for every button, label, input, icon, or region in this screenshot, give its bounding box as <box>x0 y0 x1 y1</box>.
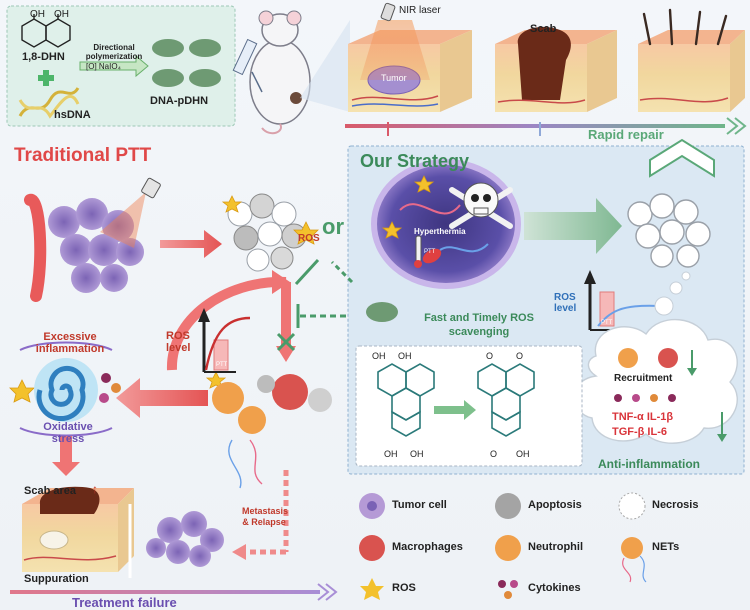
polymerization-arrow <box>79 54 149 78</box>
excessive-inflammation-label: Excessive inflammation <box>35 331 105 355</box>
hyperthermia-label: Hyperthermia <box>414 227 466 236</box>
o-label-m3: O <box>490 449 498 459</box>
oxidized-molecule-icon <box>477 363 535 437</box>
scavenging-label: Fast and Timely ROS scavenging <box>424 312 534 338</box>
dna-pdhn-particle-icon <box>366 302 398 322</box>
legend-label-apoptosis: Apoptosis <box>528 499 582 511</box>
legend-label-macrophages: Macrophages <box>392 541 463 553</box>
scab-area-up-icon: ↑ <box>92 482 98 496</box>
legend-macrophage-icon <box>359 535 385 561</box>
ptt-label-strategy-cell: PTT <box>424 249 436 255</box>
legend-label-neutrophil: Neutrophil <box>528 541 583 553</box>
legend-label-cytokines: Cytokines <box>528 582 581 594</box>
ros-level-traditional-label: ROS level <box>166 330 191 355</box>
immune-cells-cluster <box>212 374 332 489</box>
scavenging-inhibition <box>294 258 354 328</box>
skin-panel-scab <box>495 26 617 112</box>
laser-device-icon <box>141 177 161 199</box>
skin-panel-repaired <box>638 8 745 112</box>
or-label: or <box>322 214 344 239</box>
strategy-arrow <box>524 198 622 254</box>
scab-area-label: Scab area <box>24 485 76 497</box>
oh-label-m4: OH <box>410 449 424 459</box>
mouse-icon <box>249 10 311 135</box>
oxidant-label: [O] NaIO₄ <box>86 62 121 71</box>
rapid-repair-bar <box>345 124 725 128</box>
relapse-tumor-icon <box>146 511 224 567</box>
suppuration-label: Suppuration <box>24 573 89 585</box>
treatment-failure-label: Treatment failure <box>72 595 177 610</box>
product-label: DNA-pDHN <box>150 95 209 107</box>
oh-label-m3: OH <box>384 449 398 459</box>
tumor-cluster-icon <box>24 192 146 302</box>
syringe-icon <box>232 38 263 93</box>
inflammation-arrow <box>116 378 208 418</box>
feedback-loop-arrow <box>166 276 287 371</box>
ptt-label-strategy-chart: PTT <box>601 320 613 326</box>
skull-icon <box>449 182 513 229</box>
oxidative-stress-label: Oxidative stress <box>43 421 93 445</box>
legend-cytokines-icon <box>498 580 518 599</box>
reduced-molecule-icon <box>377 363 435 437</box>
oh-label-m5: OH <box>516 449 530 459</box>
ros-stars-icon <box>9 175 435 403</box>
o-label-m1: O <box>486 351 494 361</box>
apoptosis-cluster-icon <box>227 193 307 272</box>
legend-necrosis-icon <box>618 492 646 520</box>
traditional-arrow <box>160 230 222 258</box>
scab-label: Scab <box>530 23 557 35</box>
cytokines-row2: TGF-β IL-6 <box>612 426 667 438</box>
ptt-label-traditional-chart: PTT <box>216 362 228 368</box>
polymerization-label: Directional polymerization <box>85 43 143 61</box>
oh-label-m2: OH <box>398 351 412 361</box>
laser-icon <box>380 2 396 22</box>
monomer-label: 1,8-DHN <box>22 51 65 63</box>
legend-label-necrosis: Necrosis <box>652 499 699 511</box>
oh-label-left: OH <box>30 9 45 20</box>
our-strategy-title: Our Strategy <box>360 151 470 171</box>
thermometer-icon <box>414 235 422 268</box>
legend-ros-icon <box>360 578 384 600</box>
legend-icons <box>359 492 647 600</box>
ros-level-traditional-chart <box>198 308 251 373</box>
ros-level-strategy-label: ROS level <box>554 292 577 314</box>
template-label: hsDNA <box>54 109 91 121</box>
anti-inflammation-label: Anti-inflammation <box>598 457 700 471</box>
dhn-molecule-icon <box>21 14 71 48</box>
recruitment-label: Recruitment <box>614 373 673 384</box>
necrosis-cluster-icon <box>627 193 711 268</box>
dna-pdhn-icon <box>152 39 221 87</box>
scavenging-reaction-arrow <box>434 400 476 420</box>
legend-label-nets: NETs <box>652 541 680 553</box>
chevron-up-icon <box>649 138 715 178</box>
legend-label-ros: ROS <box>392 582 416 594</box>
plus-icon <box>38 70 54 86</box>
oh-label-right: OH <box>54 9 69 20</box>
rapid-repair-label: Rapid repair <box>588 127 664 142</box>
treatment-failure-bar <box>10 590 320 594</box>
skin-panel-tumor <box>348 20 472 112</box>
legend-nets-icon <box>621 537 647 583</box>
skin-panel-scab-failure <box>22 486 134 572</box>
legend-label-tumor-cell: Tumor cell <box>392 499 447 511</box>
legend-neutrophil-icon <box>495 535 521 561</box>
cytokines-row1: TNF-α IL-1β <box>612 411 674 423</box>
strategy-cell-icon <box>371 159 521 289</box>
traditional-ptt-title: Traditional PTT <box>14 145 152 166</box>
o-label-m2: O <box>516 351 524 361</box>
hsdna-icon <box>18 87 80 119</box>
nir-laser-label: NIR laser <box>399 5 441 16</box>
tumor-label: Tumor <box>381 73 407 83</box>
oxidative-swirl-icon <box>34 358 121 422</box>
oh-label-m1: OH <box>372 351 386 361</box>
legend-apoptosis-icon <box>495 493 521 519</box>
ros-label-traditional: ROS <box>298 233 320 244</box>
metastasis-label: Metastasis & Relapse <box>242 506 289 527</box>
